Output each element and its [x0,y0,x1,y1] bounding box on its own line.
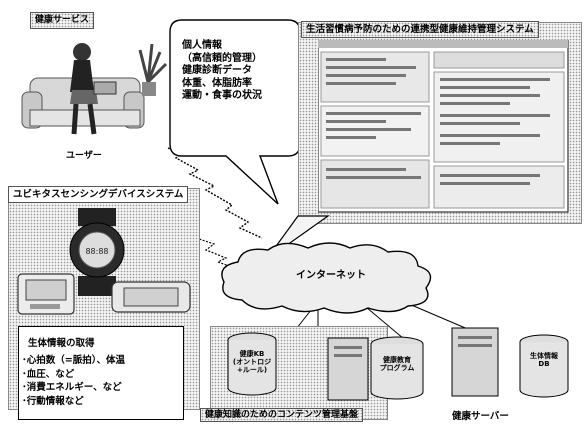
personal-info-line: 健康診断データ [182,65,252,76]
server-cluster [227,327,569,401]
user-illustration [21,43,168,135]
bio-info-item: ･血圧、など [22,368,75,380]
devices-illustration: 88:88 [17,208,191,315]
bio-db-label-line: 生体情報 [530,352,558,360]
internet-label: インターネット [296,270,366,281]
personal-info-line: （高信頼的管理） [182,52,262,64]
personal-info-line: 個人情報 [182,40,222,51]
kb-label-line: +ルール) [236,366,268,374]
program-label: 健康教育 プログラム [371,356,423,372]
bio-db-label-line: DB [538,360,550,368]
system-screenshot [318,40,569,213]
program-label-line: 健康教育 [383,356,411,364]
user-caption: ユーザー [66,151,102,161]
bio-info-box [18,326,184,420]
bio-info-title: 生体情報の取得 [28,338,95,349]
personal-info-line: 運動・食事の状況 [182,90,262,101]
health-service-label: 健康サービス [30,12,95,29]
personal-info-list: 個人情報 （高信頼的管理） 健康診断データ 体重、体脂肪率 運動・食事の状況 [182,40,262,103]
health-server-caption: 健康サーバー [452,411,509,422]
kb-label-line: 健康KB [239,350,265,358]
content-management-caption: 健康知識のためのコンテンツ管理基盤 [200,408,364,422]
internet-cloud [221,242,432,314]
kb-label-line: (オントロジ [232,358,272,366]
bio-db-label: 生体情報 DB [520,352,568,368]
bio-info-item: ･心拍数（=脈拍）、体温 [22,355,125,366]
bio-info-item: ･消費エネルギー、など [22,382,122,393]
bio-info-list: ･心拍数（=脈拍）、体温 ･血圧、など ･消費エネルギー、など ･行動情報など [22,354,125,408]
device-panel-title: ユビキタスセンシングデバイスシステム [8,186,189,203]
personal-info-line: 体重、体脂肪率 [182,77,252,89]
bio-info-item: ･行動情報など [22,395,84,407]
svg-text:88:88: 88:88 [85,247,108,256]
program-label-line: プログラム [379,364,415,372]
kb-label: 健康KB (オントロジ +ルール) [228,350,276,374]
system-panel-title: 生活習慣病予防のための連携型健康維持管理システム [301,21,539,38]
